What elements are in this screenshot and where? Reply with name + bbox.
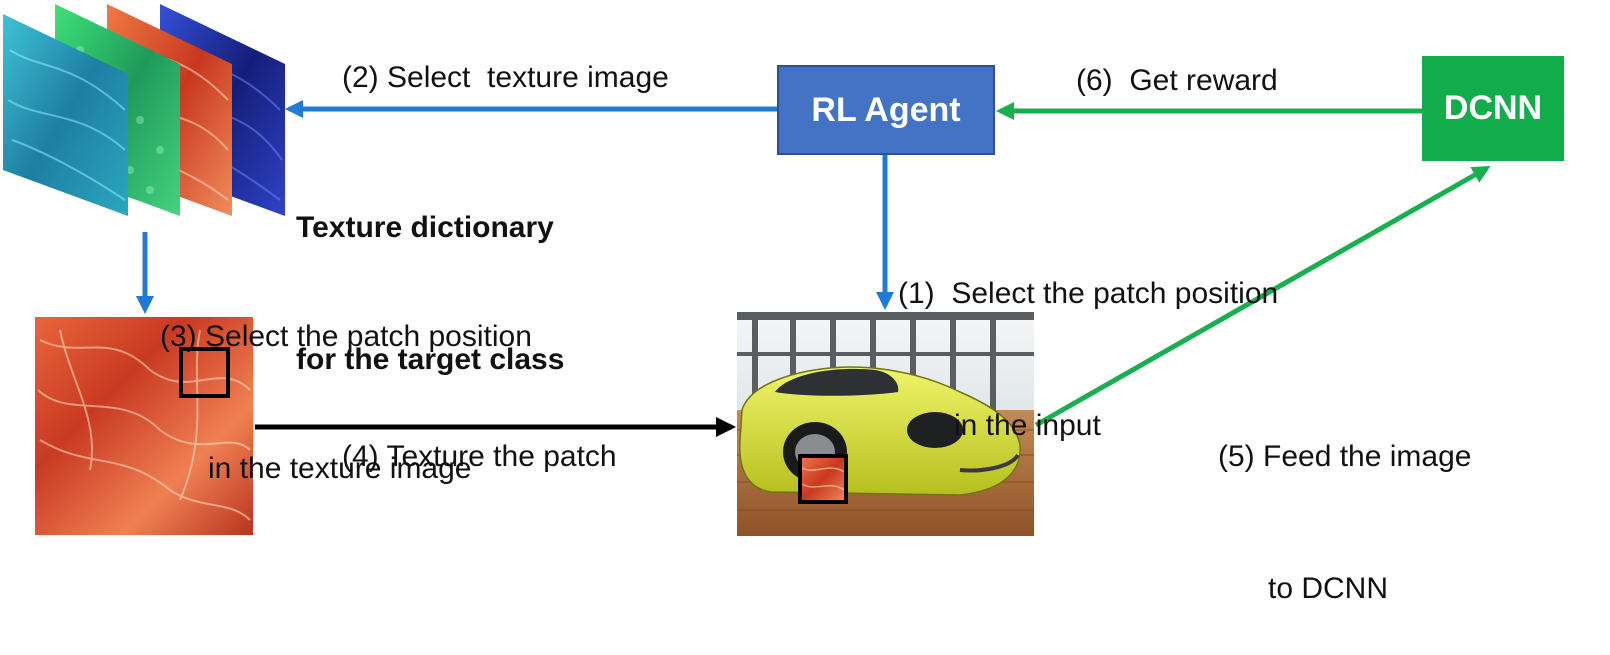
step6-label: (6) Get reward <box>1076 64 1278 97</box>
car-image <box>737 312 1034 536</box>
step2-label: (2) Select texture image <box>342 61 669 94</box>
texture-image-selected <box>35 317 253 535</box>
texture-dictionary-title: Texture dictionary for the target class <box>296 118 564 426</box>
rl-agent-box: RL Agent <box>777 65 995 155</box>
step1-line1: (1) Select the patch position <box>898 277 1279 310</box>
step3-label: (3) Select the patch position in the tex… <box>160 227 532 535</box>
step3-line1: (3) Select the patch position <box>160 320 532 353</box>
step5-line1: (5) Feed the image <box>1218 440 1472 473</box>
texture-image-cyan-streaks <box>7 49 126 201</box>
dcnn-label: DCNN <box>1443 89 1543 127</box>
diagram-canvas <box>3 4 1491 536</box>
texture-patch-square <box>179 347 230 398</box>
car-patch-square <box>798 454 848 504</box>
texture-dictionary-stack <box>3 4 285 216</box>
step4-label: (4) Texture the patch <box>342 440 617 473</box>
step1-line2: in the input <box>954 409 1101 442</box>
texture-dictionary-line1: Texture dictionary <box>296 211 554 244</box>
texture-dictionary-line2: for the target class <box>296 343 565 376</box>
texture-image-cyan <box>3 14 128 216</box>
car-patch-texture <box>800 456 846 502</box>
step3-line2: in the texture image <box>208 452 472 485</box>
step5-label: (5) Feed the image to DCNN <box>1218 347 1471 655</box>
step5-line2: to DCNN <box>1268 572 1389 605</box>
arrow-feed-dcnn <box>1034 165 1491 428</box>
rl-agent-label: RL Agent <box>811 90 961 129</box>
window-frames <box>737 312 1034 412</box>
dcnn-box: DCNN <box>1422 56 1564 161</box>
step1-label: (1) Select the patch position in the inp… <box>898 184 1278 492</box>
